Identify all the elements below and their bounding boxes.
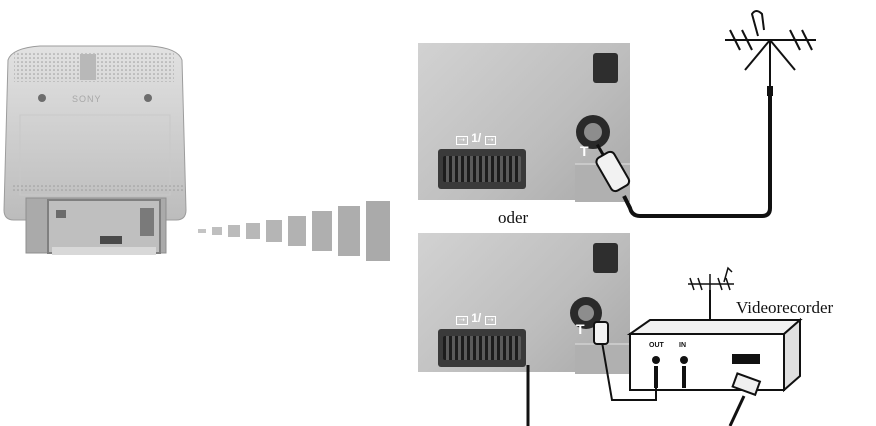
scart-connector <box>438 329 526 367</box>
scart-label: ⇢ 1/ ⇢ <box>456 311 497 325</box>
tv-rear-view <box>3 45 187 255</box>
antenna-port-symbol: T <box>576 321 585 337</box>
antenna-port-symbol: T <box>580 143 589 159</box>
antenna-icon <box>725 10 816 90</box>
zoom-indicator <box>198 201 390 261</box>
brand-logo: SONY <box>72 94 102 104</box>
scart-label: ⇢ 1/ ⇢ <box>456 131 497 145</box>
out-label: OUT <box>649 342 664 349</box>
antenna-icon <box>688 266 734 291</box>
panel-clip <box>593 53 618 83</box>
in-label: IN <box>679 342 686 349</box>
or-text: oder <box>498 208 529 227</box>
rear-panel-top: ⇢ 1/ ⇢ T <box>418 43 630 202</box>
vcr-connection <box>526 266 803 426</box>
panel-clip <box>593 243 618 273</box>
antenna-cable-top <box>595 10 816 218</box>
scart-connector <box>438 149 526 189</box>
rear-panel-bottom: ⇢ 1/ ⇢ T <box>418 233 630 374</box>
vcr-label: Videorecorder <box>736 298 834 317</box>
